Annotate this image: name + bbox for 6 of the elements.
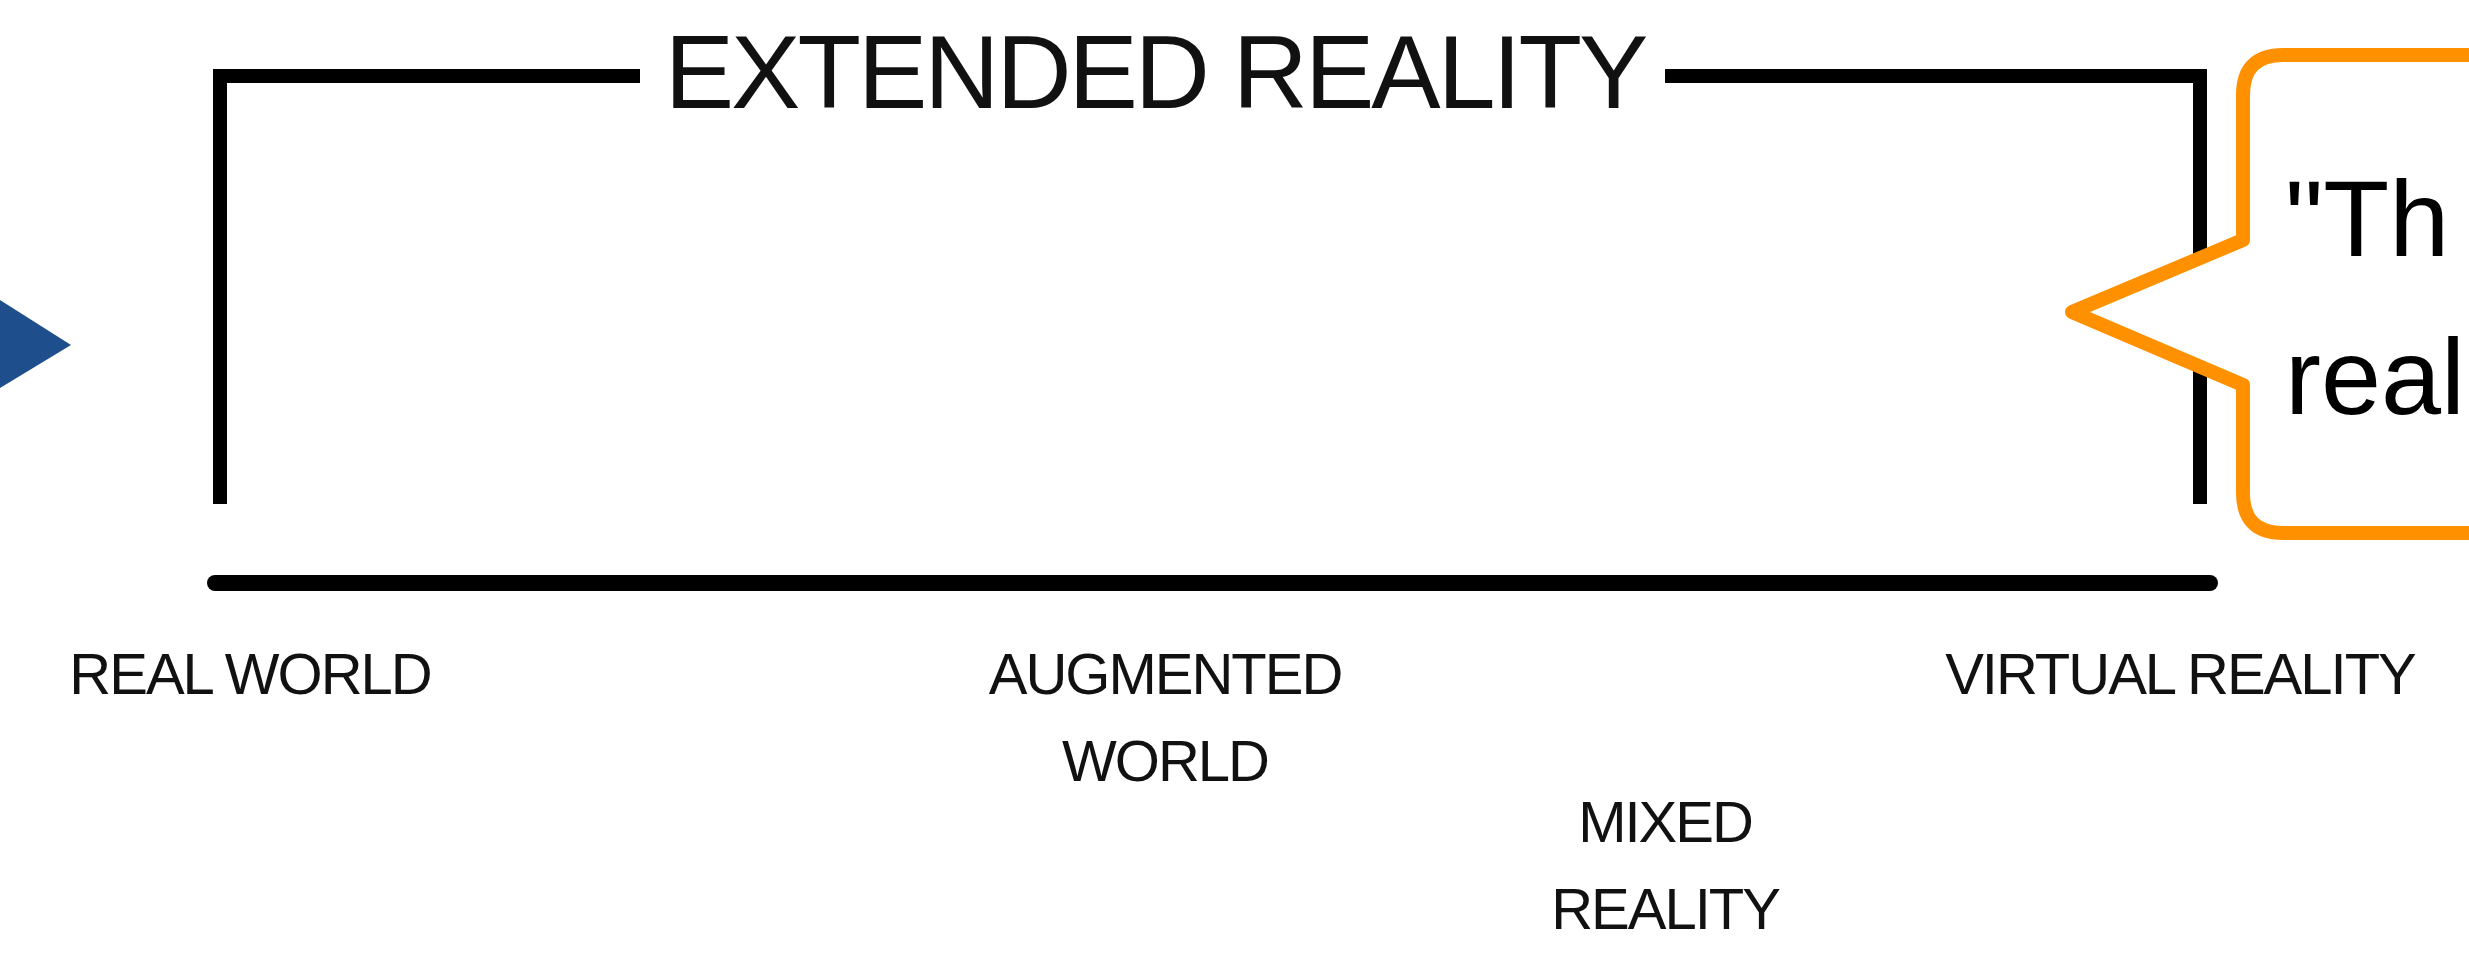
spectrum-label: REAL WORLD <box>68 640 432 708</box>
callout-text: "Th real <box>2285 157 2467 439</box>
spectrum-label: AUGMENTED WORLD <box>987 640 1343 795</box>
bracket-title: EXTENDED REALITY <box>663 13 1647 132</box>
spectrum-label: MIXED REALITY <box>1550 788 1781 943</box>
spectrum-label: VIRTUAL REALITY <box>1944 640 2416 708</box>
